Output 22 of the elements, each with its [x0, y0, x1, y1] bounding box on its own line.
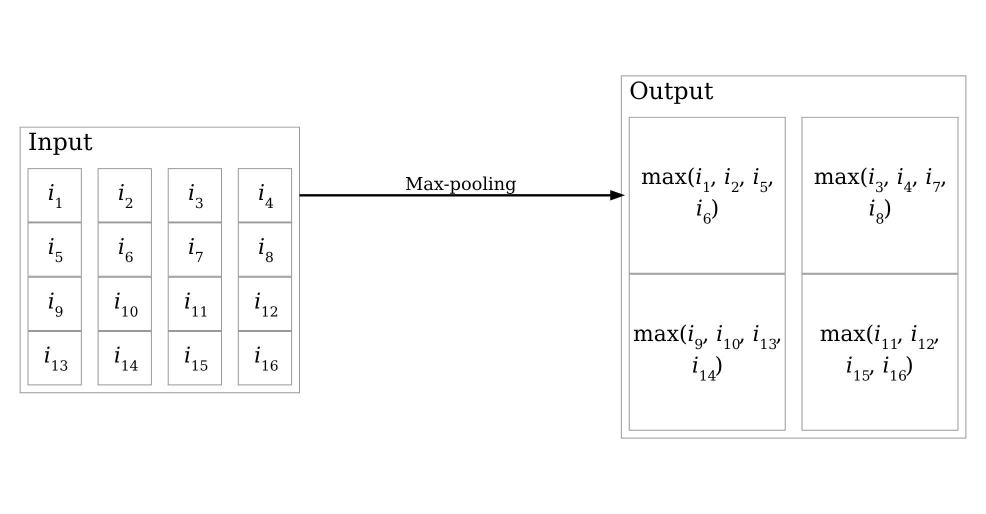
- node-box: i$_{4}$: [238, 168, 292, 222]
- node-box: i$_{10}$: [98, 276, 152, 332]
- node-box: max(i$_{11}$, i$_{12}$, i$_{15}$, i$_{16}$): [802, 274, 958, 431]
- node-box: i$_{3}$: [168, 168, 222, 222]
- node-box: i$_{8}$: [238, 222, 292, 277]
- node-box: i$_{9}$: [28, 276, 82, 332]
- arrow: [300, 190, 626, 200]
- node-box: i$_{7}$: [168, 222, 222, 277]
- node-box: i$_{14}$: [98, 331, 152, 386]
- node-box: i$_{1}$: [28, 168, 82, 222]
- node-box: i$_{6}$: [98, 222, 152, 277]
- node-box: i$_{15}$: [168, 331, 222, 386]
- node-box: i$_{2}$: [98, 168, 152, 222]
- node-box: max(i$_{3}$, i$_{4}$, i$_{7}$, i$_{8}$): [802, 116, 958, 274]
- node-box: i$_{11}$: [168, 276, 222, 332]
- node-box: i$_{5}$: [28, 222, 82, 277]
- node-box: i$_{13}$: [28, 331, 82, 386]
- node-box: max(i$_{1}$, i$_{2}$, i$_{5}$, i$_{6}$): [628, 116, 786, 274]
- node-box: i$_{16}$: [238, 331, 292, 386]
- node-box: max(i$_{9}$, i$_{10}$, i$_{13}$, i$_{14}$): [628, 274, 786, 431]
- edge-label: Max-pooling: [405, 174, 516, 195]
- node-box: i$_{12}$: [238, 276, 292, 332]
